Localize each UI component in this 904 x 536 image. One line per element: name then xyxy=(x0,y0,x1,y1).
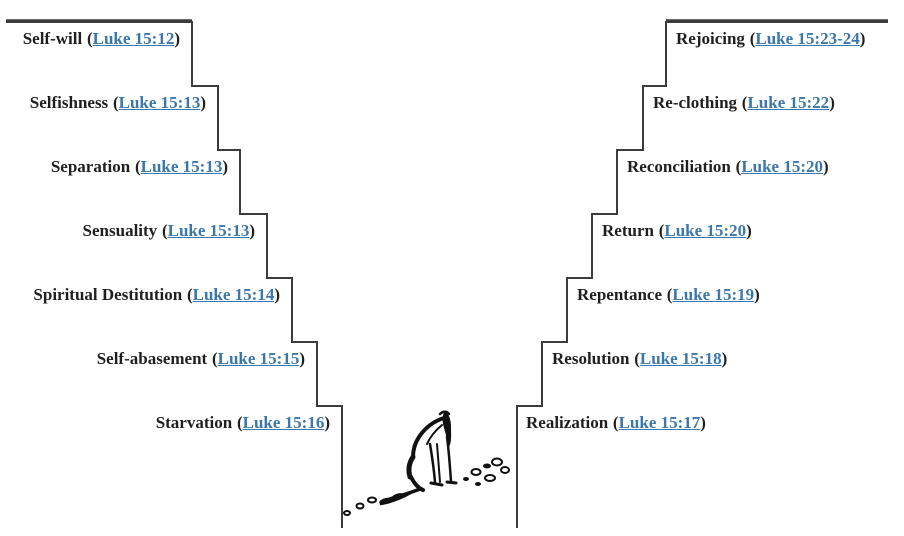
step-resolution: Resolution(Luke 15:18) xyxy=(552,347,727,371)
step-name: Self-abasement xyxy=(96,349,208,368)
step-name: Sensuality xyxy=(82,221,158,240)
open-paren: ( xyxy=(112,93,119,112)
close-paren: ) xyxy=(859,29,866,48)
right-staircase-line xyxy=(516,21,888,528)
step-name: Re-clothing xyxy=(653,93,738,112)
step-repentance: Repentance(Luke 15:19) xyxy=(577,283,760,307)
step-name: Starvation xyxy=(155,413,233,432)
open-paren: ( xyxy=(634,349,640,368)
step-re-clothing: Re-clothing(Luke 15:22) xyxy=(653,91,835,115)
close-paren: ) xyxy=(249,221,255,240)
step-starvation: Starvation(Luke 15:16) xyxy=(156,411,330,435)
scripture-link[interactable]: Luke 15:15 xyxy=(217,349,300,368)
close-paren: ) xyxy=(746,221,752,240)
close-paren: ) xyxy=(721,349,728,368)
close-paren: ) xyxy=(829,93,835,112)
scripture-link[interactable]: Luke 15:17 xyxy=(618,413,701,432)
close-paren: ) xyxy=(274,285,280,304)
step-name: Resolution xyxy=(552,349,630,368)
step-self-will: Self-will(Luke 15:12) xyxy=(23,27,180,51)
step-rejoicing: Rejoicing(Luke 15:23-24) xyxy=(676,27,865,51)
scripture-link[interactable]: Luke 15:13 xyxy=(167,221,250,240)
close-paren: ) xyxy=(174,29,180,48)
step-name: Rejoicing xyxy=(676,29,745,48)
scripture-link[interactable]: Luke 15:19 xyxy=(672,285,755,304)
step-name: Repentance xyxy=(577,285,662,304)
scripture-link[interactable]: Luke 15:13 xyxy=(118,93,201,112)
close-paren: ) xyxy=(700,413,706,432)
scripture-link[interactable]: Luke 15:13 xyxy=(140,157,223,176)
open-paren: ( xyxy=(612,413,619,432)
step-sensuality: Sensuality(Luke 15:13) xyxy=(83,219,255,243)
step-self-abasement: Self-abasement(Luke 15:15) xyxy=(97,347,305,371)
open-paren: ( xyxy=(186,285,193,304)
step-spiritual-destitution: Spiritual Destitution(Luke 15:14) xyxy=(33,283,280,307)
scripture-link[interactable]: Luke 15:18 xyxy=(639,349,722,368)
close-paren: ) xyxy=(299,349,305,368)
open-paren: ( xyxy=(735,157,742,176)
step-name: Realization xyxy=(526,413,609,432)
step-name: Reconciliation xyxy=(627,157,731,176)
scripture-link[interactable]: Luke 15:12 xyxy=(92,29,175,48)
scripture-link[interactable]: Luke 15:22 xyxy=(747,93,830,112)
left-staircase-line xyxy=(6,21,343,528)
open-paren: ( xyxy=(211,349,218,368)
close-paren: ) xyxy=(324,413,330,432)
scripture-link[interactable]: Luke 15:20 xyxy=(664,221,747,240)
husk-pods-sketch xyxy=(343,457,510,516)
step-name: Self-will xyxy=(22,29,83,48)
close-paren: ) xyxy=(754,285,760,304)
step-name: Separation xyxy=(50,157,131,176)
close-paren: ) xyxy=(222,157,228,176)
step-separation: Separation(Luke 15:13) xyxy=(51,155,228,179)
kneeling-figure-sketch xyxy=(379,410,458,506)
open-paren: ( xyxy=(749,29,756,48)
scripture-link[interactable]: Luke 15:14 xyxy=(192,285,275,304)
open-paren: ( xyxy=(236,413,243,432)
step-name: Selfishness xyxy=(29,93,109,112)
step-return: Return(Luke 15:20) xyxy=(602,219,752,243)
open-paren: ( xyxy=(666,285,673,304)
close-paren: ) xyxy=(200,93,206,112)
open-paren: ( xyxy=(161,221,168,240)
step-selfishness: Selfishness(Luke 15:13) xyxy=(30,91,206,115)
step-name: Spiritual Destitution xyxy=(33,285,183,304)
open-paren: ( xyxy=(658,221,665,240)
step-name: Return xyxy=(602,221,654,240)
step-realization: Realization(Luke 15:17) xyxy=(526,411,706,435)
step-reconciliation: Reconciliation(Luke 15:20) xyxy=(627,155,829,179)
close-paren: ) xyxy=(823,157,829,176)
scripture-link[interactable]: Luke 15:20 xyxy=(741,157,824,176)
open-paren: ( xyxy=(741,93,748,112)
open-paren: ( xyxy=(134,157,141,176)
scripture-link[interactable]: Luke 15:16 xyxy=(242,413,325,432)
scripture-link[interactable]: Luke 15:23-24 xyxy=(755,29,860,48)
open-paren: ( xyxy=(86,29,93,48)
